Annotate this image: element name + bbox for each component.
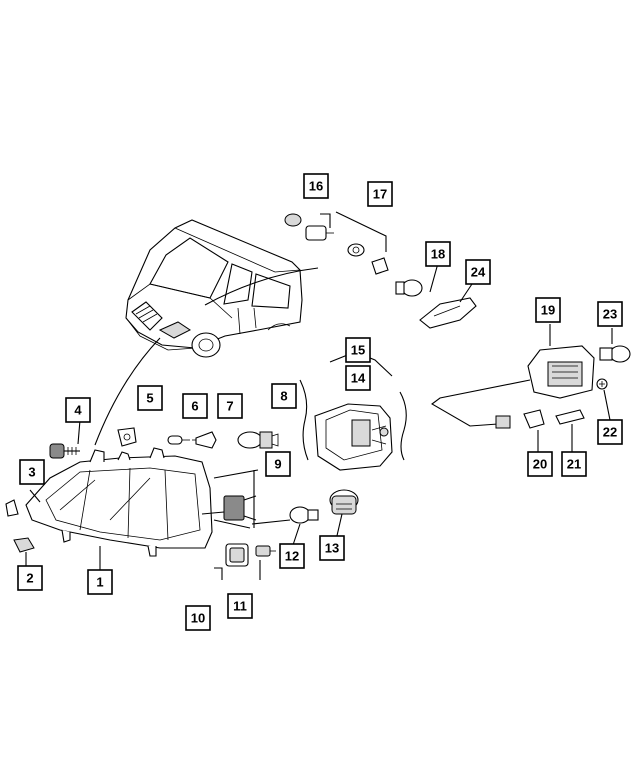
svg-text:1: 1 [96,575,103,590]
leader-20-21 [537,424,573,452]
van-illustration [125,219,303,358]
part-3-screw [49,443,80,459]
part-11-bulb [255,545,276,557]
callout-14: 14 [345,365,371,391]
callout-19: 19 [535,297,561,323]
callout-20: 20 [527,451,553,477]
connector [201,495,257,521]
svg-text:11: 11 [233,599,247,614]
svg-text:20: 20 [533,457,547,472]
callout-9: 9 [265,451,291,477]
svg-text:17: 17 [373,187,387,202]
callout-8: 8 [271,383,297,409]
svg-text:15: 15 [351,343,365,358]
svg-text:7: 7 [226,399,233,414]
part-7-bulb [192,431,217,449]
headlamp-assembly [25,447,213,557]
svg-text:13: 13 [325,541,339,556]
svg-text:16: 16 [309,179,323,194]
leader-9 [213,469,259,529]
callout-4: 4 [65,397,91,423]
leader-3 [29,489,41,503]
svg-text:22: 22 [603,425,617,440]
leader-van-to-headlamp [94,337,161,446]
callout-11: 11 [227,593,253,619]
callout-16: 16 [303,173,329,199]
callout-3: 3 [19,459,45,485]
svg-text:4: 4 [74,403,82,418]
headlight-bulb [237,431,279,449]
part-16-lamp-socket [284,213,334,241]
part-12-bulb [251,506,319,525]
callout-5: 5 [137,385,163,411]
callout-2: 2 [17,565,43,591]
part-13-socket [329,489,359,515]
part-20-connector [495,409,545,429]
part-5-clip [117,427,137,447]
callout-10: 10 [185,605,211,631]
svg-text:10: 10 [191,611,205,626]
leader-van-to-side-marker [204,267,319,306]
svg-text:12: 12 [285,549,299,564]
callout-22: 22 [597,419,623,445]
callout-21: 21 [561,451,587,477]
callout-15: 15 [345,337,371,363]
leader-16-17 [320,211,387,252]
part-2-clip [13,537,35,553]
part-24-side-marker [419,297,477,329]
svg-text:6: 6 [191,399,198,414]
part-18-bulb [395,279,423,297]
callout-6: 6 [182,393,208,419]
svg-text:9: 9 [274,457,281,472]
svg-text:23: 23 [603,307,617,322]
leader-10-11 [214,560,261,580]
leader-4 [77,419,81,445]
callout-24: 24 [465,259,491,285]
svg-text:18: 18 [431,247,445,262]
svg-text:8: 8 [280,389,287,404]
part-23-bulb [599,328,631,363]
callout-13: 13 [319,535,345,561]
callout-12: 12 [279,543,305,569]
callout-18: 18 [425,241,451,267]
callout-1: 1 [87,569,113,595]
svg-text:3: 3 [28,465,35,480]
part-22-screw [596,378,611,421]
callout-17: 17 [367,181,393,207]
part-10-socket [225,543,249,567]
part-6-bulb [167,435,190,445]
part-14-housing [314,403,393,471]
bracket-8 [299,379,309,461]
svg-text:19: 19 [541,303,555,318]
svg-text:21: 21 [567,457,581,472]
svg-text:5: 5 [146,391,153,406]
part-17-bulb [347,243,389,275]
left-bracket [5,499,19,517]
callout-7: 7 [217,393,243,419]
part-21-terminal [555,409,585,425]
svg-text:2: 2 [26,571,33,586]
svg-text:24: 24 [471,265,486,280]
bracket-right [399,391,407,461]
callout-23: 23 [597,301,623,327]
svg-text:14: 14 [351,371,366,386]
part-19-lamp-housing [431,345,595,427]
